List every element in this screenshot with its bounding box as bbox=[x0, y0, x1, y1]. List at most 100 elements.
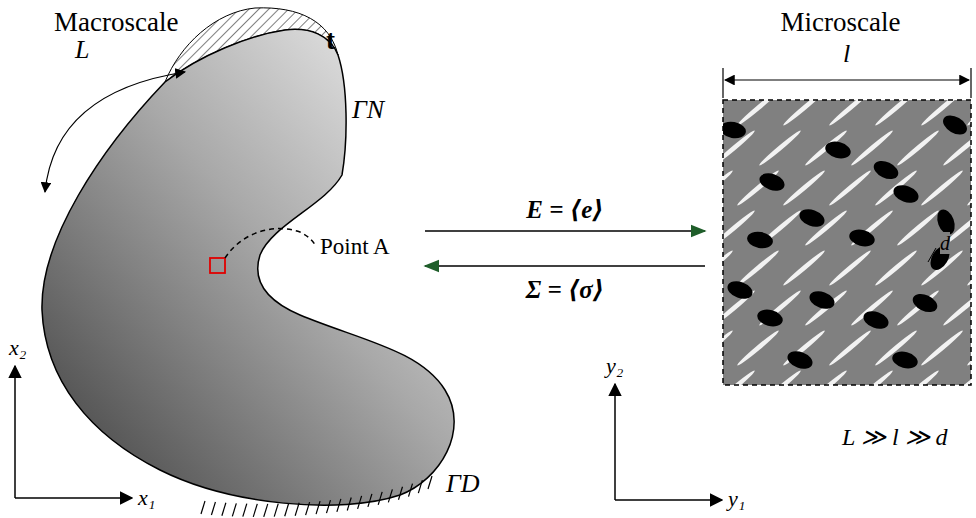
axis-label: y₂ bbox=[606, 354, 623, 378]
fiber bbox=[828, 100, 872, 127]
fiber bbox=[850, 129, 894, 167]
support-tick bbox=[326, 500, 330, 513]
support-tick bbox=[378, 492, 382, 505]
boundary-label: ΓN bbox=[352, 96, 384, 125]
fiber bbox=[828, 169, 872, 207]
fiber bbox=[966, 329, 971, 367]
fiber bbox=[723, 249, 734, 287]
axis-label: x₁ bbox=[138, 486, 155, 510]
dimension-line bbox=[725, 79, 969, 80]
transfer-arrow bbox=[425, 230, 705, 232]
particle bbox=[891, 182, 921, 206]
support-tick bbox=[285, 503, 289, 516]
particle bbox=[940, 112, 971, 139]
dimension-tick bbox=[722, 68, 723, 98]
particle bbox=[807, 288, 837, 312]
support-tick bbox=[347, 497, 351, 510]
edge-label: Σ = ⟨σ⟩ bbox=[524, 276, 607, 304]
support-tick bbox=[337, 499, 341, 512]
fiber bbox=[942, 289, 971, 327]
scale-heading: Macroscale bbox=[54, 8, 178, 38]
fiber bbox=[758, 369, 802, 385]
axis-label: x₂ bbox=[9, 336, 26, 360]
fiber bbox=[723, 329, 734, 367]
support-tick bbox=[418, 480, 422, 493]
support-tick bbox=[358, 496, 362, 509]
fiber bbox=[896, 209, 940, 247]
support-tick bbox=[316, 501, 320, 514]
fiber bbox=[896, 289, 940, 327]
fiber bbox=[804, 289, 848, 327]
fiber bbox=[828, 329, 872, 367]
axis-line bbox=[15, 497, 132, 499]
fiber bbox=[736, 329, 780, 367]
fiber bbox=[804, 369, 848, 385]
axis-line bbox=[614, 384, 616, 500]
particle bbox=[823, 139, 852, 161]
fiber bbox=[782, 100, 826, 127]
fiber bbox=[723, 369, 756, 385]
fiber bbox=[874, 249, 918, 287]
axis-label: y₁ bbox=[728, 487, 745, 511]
leader-line bbox=[225, 229, 316, 258]
fiber bbox=[942, 129, 971, 167]
particle bbox=[861, 308, 891, 332]
support-tick bbox=[428, 476, 432, 489]
particle bbox=[757, 170, 787, 194]
fiber bbox=[736, 249, 780, 287]
support-tick bbox=[295, 503, 299, 516]
particle bbox=[723, 120, 747, 140]
fiber bbox=[896, 129, 940, 167]
support-tick bbox=[253, 504, 257, 517]
particle bbox=[890, 349, 919, 371]
particle bbox=[746, 230, 774, 250]
fiber bbox=[723, 169, 734, 207]
traction-label: t bbox=[326, 26, 335, 56]
micro-cell bbox=[723, 100, 971, 385]
fiber bbox=[850, 369, 894, 385]
support-tick bbox=[222, 503, 226, 516]
micro-cell-border bbox=[723, 100, 971, 385]
boundary-label: ΓD bbox=[446, 470, 480, 499]
point-label: Point A bbox=[320, 234, 390, 259]
fiber bbox=[736, 100, 780, 127]
fiber bbox=[920, 169, 964, 207]
point-marker bbox=[210, 258, 225, 273]
fiber bbox=[782, 249, 826, 287]
size-mark bbox=[928, 248, 936, 262]
fiber bbox=[966, 249, 971, 287]
particle bbox=[755, 307, 784, 329]
fiber bbox=[828, 249, 872, 287]
support-tick bbox=[211, 502, 215, 515]
micro-cell: Microscale bbox=[705, 4, 976, 484]
support-tick bbox=[243, 504, 247, 517]
support-tick bbox=[306, 502, 310, 515]
dimension-label: l bbox=[843, 40, 850, 69]
fiber bbox=[966, 100, 971, 127]
particle bbox=[871, 157, 901, 182]
particle bbox=[785, 348, 815, 372]
fiber bbox=[896, 369, 940, 385]
support-tick bbox=[201, 501, 205, 514]
support-tick bbox=[274, 504, 278, 517]
support-tick bbox=[398, 487, 402, 500]
fiber bbox=[942, 369, 971, 385]
particle bbox=[910, 290, 940, 315]
edge-label: E = ⟨e⟩ bbox=[524, 196, 605, 224]
axis-line bbox=[615, 499, 722, 501]
particle bbox=[725, 278, 755, 302]
dimension-tick bbox=[970, 68, 971, 98]
boundary-ticks bbox=[201, 476, 432, 517]
size-label: d bbox=[940, 232, 950, 254]
transfer-arrow bbox=[425, 265, 705, 267]
inclusions bbox=[723, 100, 971, 385]
support-tick bbox=[232, 503, 236, 516]
axis-line bbox=[14, 366, 16, 498]
particle bbox=[797, 206, 827, 230]
support-tick bbox=[368, 494, 372, 507]
support-tick bbox=[388, 489, 392, 502]
fiber bbox=[874, 100, 918, 127]
boundary-guide bbox=[205, 476, 432, 504]
length-arc bbox=[45, 72, 185, 192]
